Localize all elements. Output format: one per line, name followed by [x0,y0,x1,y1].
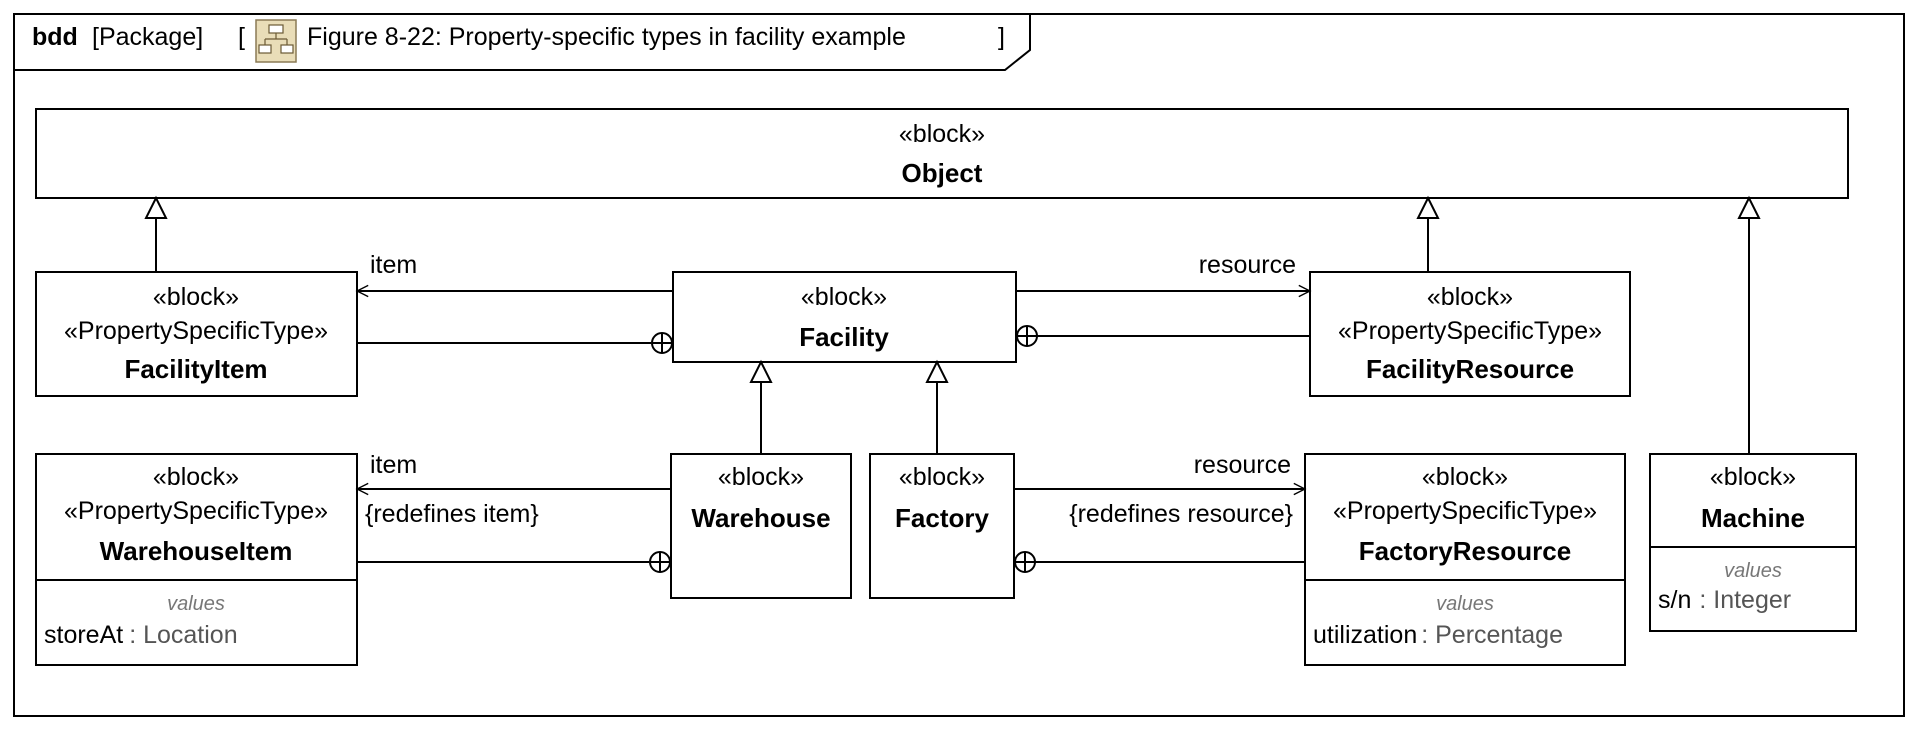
warehouse-item-role: item [370,451,417,479]
factory-name: Factory [895,503,989,533]
block-facility-item[interactable]: «block» «PropertySpecificType» FacilityI… [35,271,358,397]
containment-facility-item-facility [357,332,673,354]
factory-resource-prop-name: utilization [1313,621,1417,649]
machine-compartment-label: values [1724,560,1782,582]
factory-resource-role: resource [1194,451,1291,479]
warehouse-name: Warehouse [691,503,830,533]
frame-kind: bdd [32,23,78,51]
warehouse-item-property: storeAt: Location [44,621,238,649]
facility-name: Facility [799,322,889,352]
facility-item-name: FacilityItem [124,354,267,384]
factory-resource-constraint: {redefines resource} [1069,500,1293,528]
block-warehouse[interactable]: «block» Warehouse [670,453,852,599]
warehouse-item-stereotype: «block» [153,463,239,491]
warehouse-stereotype: «block» [718,463,804,491]
factory-resource-compartment-label: values [1436,593,1494,615]
facility-resource-role: resource [1199,251,1296,279]
frame-close-bracket: ] [998,23,1005,51]
association-facility-item: item [357,251,673,291]
block-object[interactable]: «block» Object [35,108,1849,199]
facility-resource-stereotype2: «PropertySpecificType» [1338,317,1602,345]
generalization-machine-object [1737,195,1761,454]
factory-resource-stereotype: «block» [1422,463,1508,491]
warehouse-item-prop-type: : Location [129,621,237,649]
block-factory[interactable]: «block» Factory [869,453,1015,599]
factory-stereotype: «block» [899,463,985,491]
factory-resource-prop-type: : Percentage [1421,621,1563,649]
generalization-factory-facility [925,359,949,454]
block-facility[interactable]: «block» Facility [672,271,1017,363]
diagram-frame [13,13,1905,717]
facility-resource-name: FacilityResource [1366,354,1574,384]
factory-resource-name: FactoryResource [1359,536,1571,566]
block-factory-resource[interactable]: «block» «PropertySpecificType» FactoryRe… [1304,453,1626,666]
frame-open-bracket: [ [238,23,245,51]
factory-resource-property: utilization: Percentage [1313,621,1563,649]
frame-title: Figure 8-22: Property-specific types in … [307,23,906,51]
machine-property: s/n : Integer [1658,586,1791,614]
package-diagram-icon [255,19,297,63]
warehouse-item-prop-name: storeAt [44,621,123,649]
generalization-facility-resource-object [1416,195,1440,272]
block-machine[interactable]: «block» Machine values s/n : Integer [1649,453,1857,632]
facility-stereotype: «block» [801,283,887,311]
generalization-facility-item-object [144,195,168,272]
object-stereotype: «block» [899,120,985,148]
containment-factory-resource-factory [1014,551,1305,573]
facility-item-role: item [370,251,417,279]
generalization-warehouse-facility [749,359,773,454]
block-warehouse-item[interactable]: «block» «PropertySpecificType» Warehouse… [35,453,358,666]
warehouse-item-compartment-label: values [167,593,225,615]
machine-prop-type: : Integer [1699,586,1791,614]
association-facility-resource: resource [1016,251,1310,291]
warehouse-item-name: WarehouseItem [100,536,293,566]
facility-item-stereotype2: «PropertySpecificType» [64,317,328,345]
facility-resource-stereotype: «block» [1427,283,1513,311]
machine-stereotype: «block» [1710,463,1796,491]
frame-header-tab [14,14,1031,71]
association-factory-resource: resource {redefines resource} [1014,451,1305,528]
machine-prop-name: s/n [1658,586,1691,614]
factory-resource-stereotype2: «PropertySpecificType» [1333,497,1597,525]
containment-warehouse-item-warehouse [357,551,671,573]
object-name: Object [902,158,983,188]
warehouse-item-stereotype2: «PropertySpecificType» [64,497,328,525]
warehouse-item-constraint: {redefines item} [365,500,539,528]
frame-type: [Package] [92,23,203,51]
association-warehouse-item: item {redefines item} [357,451,671,528]
facility-item-stereotype: «block» [153,283,239,311]
block-facility-resource[interactable]: «block» «PropertySpecificType» FacilityR… [1309,271,1631,397]
containment-facility-resource-facility [1016,325,1310,347]
machine-name: Machine [1701,503,1805,533]
